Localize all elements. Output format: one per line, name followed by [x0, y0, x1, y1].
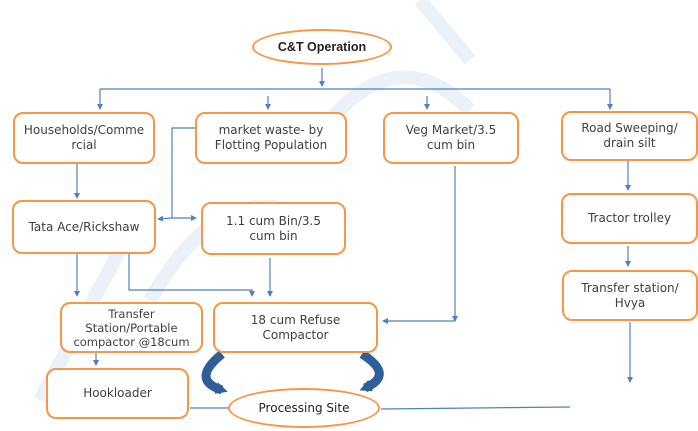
curved-arrow-right	[359, 350, 384, 393]
edge-market-branch	[171, 127, 196, 218]
edge-market-tata	[157, 215, 173, 222]
node-bin-11[interactable]: 1.1 cum Bin/3.5 cum bin	[201, 202, 346, 255]
edge-processing-right	[380, 406, 571, 410]
node-market-waste[interactable]: market waste- by Flotting Population	[195, 112, 347, 164]
node-veg-market[interactable]: Veg Market/3.5 cum bin	[383, 112, 519, 164]
node-processing-site[interactable]: Processing Site	[228, 388, 380, 428]
node-tata-ace[interactable]: Tata Ace/Rickshaw	[12, 200, 156, 254]
node-refuse-compactor[interactable]: 18 cum Refuse Compactor	[213, 302, 378, 353]
node-road-sweeping[interactable]: Road Sweeping/ drain silt	[561, 111, 698, 161]
curved-arrow-left	[201, 350, 228, 395]
node-transfer-hvya[interactable]: Transfer station/ Hvya	[562, 270, 698, 321]
node-transfer-portable[interactable]: Transfer Station/Portable compactor @18c…	[60, 302, 203, 353]
edge-tata-refuse	[128, 252, 255, 297]
node-tractor-trolley[interactable]: Tractor trolley	[561, 193, 698, 244]
node-root[interactable]: C&T Operation	[252, 29, 392, 65]
node-households[interactable]: Households/Comme rcial	[13, 112, 155, 164]
node-hookloader[interactable]: Hookloader	[46, 368, 189, 419]
